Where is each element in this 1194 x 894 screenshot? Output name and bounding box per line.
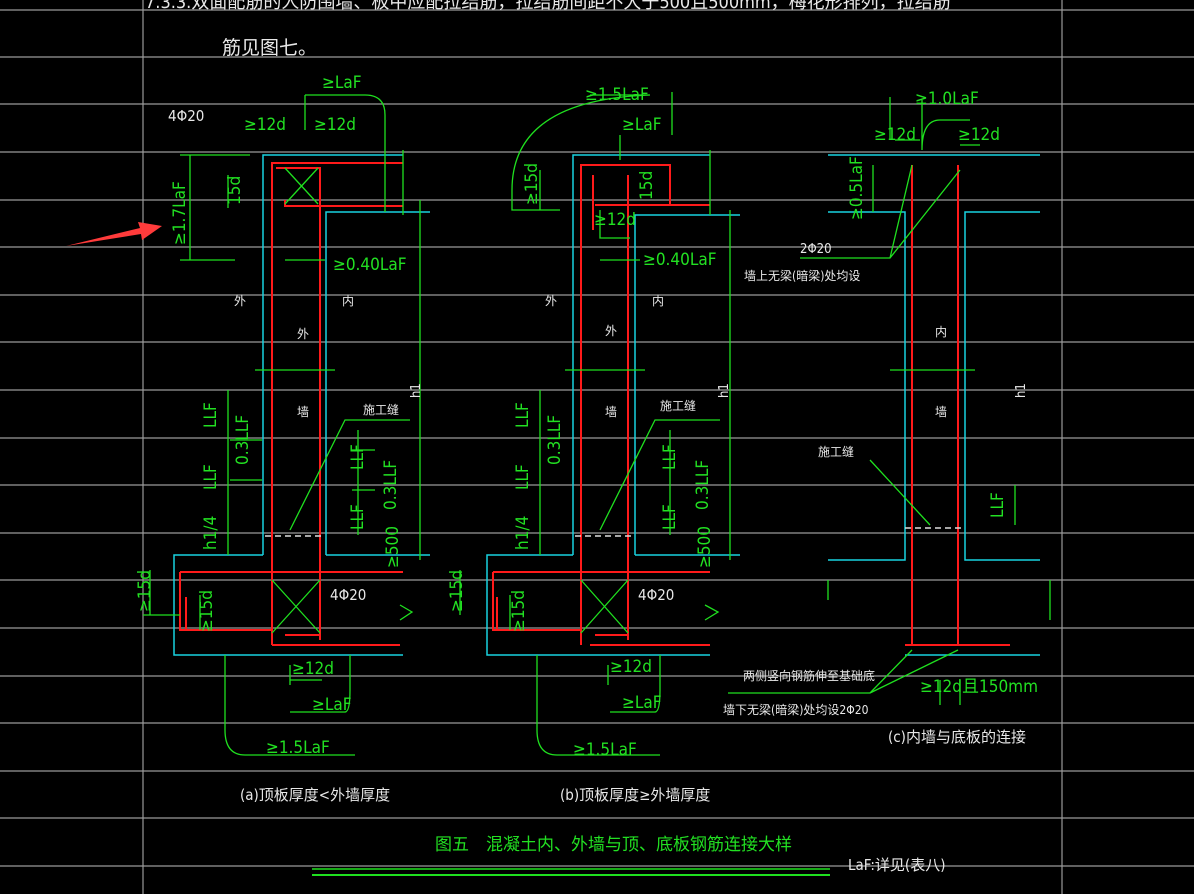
a-llf1: LLF xyxy=(201,402,221,428)
a-h14: h1/4 xyxy=(201,516,221,550)
detail-a: ≥LaF 4Φ20 ≥12d ≥12d ≥1.7LaF 15d ≥0.40LaF… xyxy=(135,73,430,804)
a-bars-bottom: 4Φ20 xyxy=(330,586,366,604)
c-bars-top: 2Φ20 xyxy=(800,242,832,257)
detail-c: ≥1.0LaF ≥12d ≥12d ≥0.5LaF 2Φ20 墙上无梁(暗梁)处… xyxy=(723,89,1051,746)
c-wall: 墙 xyxy=(935,405,947,419)
b-outer1: 外 xyxy=(545,294,557,308)
c-note-bottom2: 墙下无梁(暗梁)处均设2Φ20 xyxy=(723,702,869,717)
header-line1: 7.3.3.双面配筋的人防围墙、板中应配拉结筋，拉结筋间距不大于500且500m… xyxy=(145,0,951,13)
header-line2: 筋见图七。 xyxy=(222,37,317,59)
b-d15-b: 15d xyxy=(637,171,657,200)
a-d15-top: 15d xyxy=(225,176,245,205)
a-laf-040: ≥0.40LaF xyxy=(333,255,407,275)
b-h14: h1/4 xyxy=(513,516,533,550)
c-inner: 内 xyxy=(935,325,947,339)
c-d12-right: ≥12d xyxy=(958,125,1000,145)
c-d12-150: ≥12d且150mm xyxy=(920,677,1038,697)
a-bars-top: 4Φ20 xyxy=(168,107,204,125)
a-d12-right: ≥12d xyxy=(314,115,356,135)
a-laf-17: ≥1.7LaF xyxy=(170,181,190,245)
a-joint: 施工缝 xyxy=(363,402,399,417)
a-500: ≥500 xyxy=(383,526,403,568)
b-d15-d: ≥15d xyxy=(509,590,529,632)
c-note-top: 墙上无梁(暗梁)处均设 xyxy=(744,268,860,283)
a-d12-bottom: ≥12d xyxy=(292,659,334,679)
b-llf2: LLF xyxy=(513,464,533,490)
b-laf-040: ≥0.40LaF xyxy=(643,250,717,270)
a-inner: 内 xyxy=(342,294,354,308)
b-outer2: 外 xyxy=(605,324,617,338)
c-laf-10: ≥1.0LaF xyxy=(915,89,979,109)
b-top-laf: ≥LaF xyxy=(622,115,662,135)
b-h1: h1 xyxy=(717,383,732,398)
a-llf4: LLF xyxy=(348,504,368,530)
a-d15-a: ≥15d xyxy=(135,570,155,612)
a-outer1: 外 xyxy=(234,294,246,308)
figure-title: 图五 混凝土内、外墙与顶、底板钢筋连接大样 xyxy=(435,835,792,855)
b-llf1: LLF xyxy=(513,402,533,428)
a-outer2: 外 xyxy=(297,327,309,341)
c-note-bottom1: 两侧竖向钢筋伸至基础底 xyxy=(743,668,875,683)
red-arrow-icon xyxy=(66,222,162,246)
b-bars-bottom: 4Φ20 xyxy=(638,586,674,604)
a-d12-left: ≥12d xyxy=(244,115,286,135)
b-d15-a: ≥15d xyxy=(522,163,542,205)
b-joint: 施工缝 xyxy=(660,398,696,413)
b-llf3: LLF xyxy=(660,444,680,470)
b-llf03a: 0.3LLF xyxy=(545,415,565,465)
c-joint: 施工缝 xyxy=(818,444,854,459)
c-llf: LLF xyxy=(988,492,1008,518)
c-laf-05: ≥0.5LaF xyxy=(847,156,867,220)
a-d15-b: ≥15d xyxy=(197,590,217,632)
b-d12-bottom: ≥12d xyxy=(610,657,652,677)
b-laf-15: ≥1.5LaF xyxy=(573,740,637,760)
b-inner: 内 xyxy=(652,294,664,308)
c-caption: (c)内墙与底板的连接 xyxy=(888,728,1026,746)
a-laf-bottom: ≥LaF xyxy=(312,695,352,715)
a-llf03a: 0.3LLF xyxy=(233,415,253,465)
a-h1: h1 xyxy=(409,383,424,398)
a-laf-15: ≥1.5LaF xyxy=(266,738,330,758)
b-d15-c: ≥15d xyxy=(447,570,467,612)
b-500: ≥500 xyxy=(695,526,715,568)
detail-b: ≥1.5LaF ≥LaF ≥15d 15d ≥12d ≥0.40LaF 外 内 … xyxy=(447,85,740,804)
b-d12: ≥12d xyxy=(594,210,636,230)
c-h1: h1 xyxy=(1014,383,1029,398)
a-llf03b: 0.3LLF xyxy=(381,460,401,510)
a-llf3: LLF xyxy=(348,444,368,470)
a-wall: 墙 xyxy=(297,405,309,419)
b-llf03b: 0.3LLF xyxy=(693,460,713,510)
b-wall: 墙 xyxy=(605,405,617,419)
b-llf4: LLF xyxy=(660,504,680,530)
a-llf2: LLF xyxy=(201,464,221,490)
footnote: LaF:详见(表八) xyxy=(848,856,945,874)
a-caption: (a)顶板厚度<外墙厚度 xyxy=(240,786,390,804)
a-top-laf: ≥LaF xyxy=(322,73,362,93)
c-d12-left: ≥12d xyxy=(874,125,916,145)
b-laf-bottom: ≥LaF xyxy=(622,693,662,713)
b-caption: (b)顶板厚度≥外墙厚度 xyxy=(560,786,710,804)
b-laf-15-top: ≥1.5LaF xyxy=(585,85,649,105)
